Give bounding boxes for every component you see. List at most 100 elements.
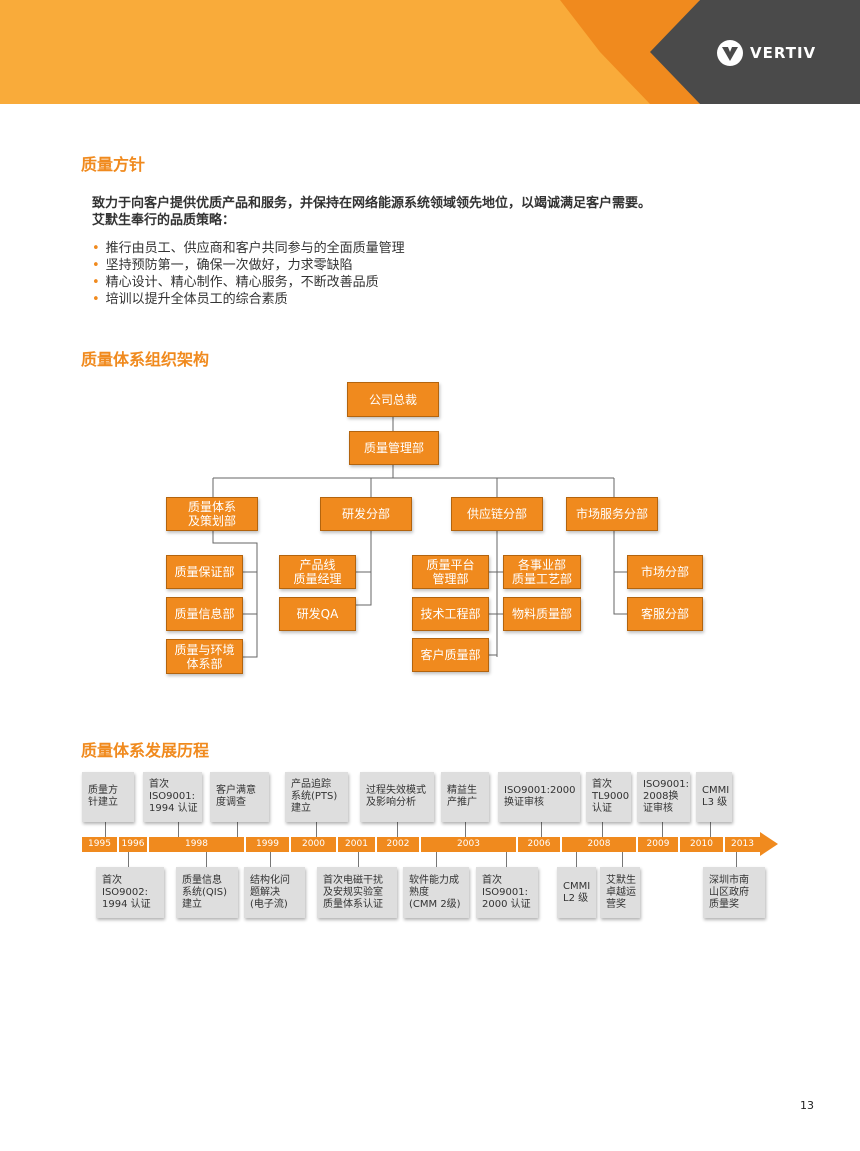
bullet-icon: • <box>92 275 100 290</box>
org-box-quality-assurance: 质量保证部 <box>166 555 243 589</box>
list-item-text: 坚持预防第一，确保一次做好，力求零缺陷 <box>105 258 353 273</box>
year-label: 1996 <box>121 839 145 849</box>
list-item: • 培训以提升全体员工的综合素质 <box>92 291 405 308</box>
timeline-event: 产品追踪 系统(PTS) 建立 <box>285 772 348 822</box>
year-label: 2013 <box>731 839 754 849</box>
timeline-event: 质量方 针建立 <box>82 772 134 822</box>
year-label: 2010 <box>690 839 713 849</box>
org-box-material-quality: 物料质量部 <box>503 597 581 631</box>
timeline-tick <box>465 822 466 837</box>
timeline-divider <box>244 837 246 852</box>
year-label: 2000 <box>302 839 325 849</box>
timeline-event: 质量信息 系统(QIS) 建立 <box>176 867 238 918</box>
org-box-tech-engineering: 技术工程部 <box>412 597 489 631</box>
timeline-event: 首次 ISO9002: 1994 认证 <box>96 867 164 918</box>
vertiv-logo-icon <box>717 40 743 66</box>
timeline-divider <box>678 837 680 852</box>
intro-line-2: 艾默生奉行的品质策略： <box>92 213 236 228</box>
logo-text: VERTIV <box>750 44 817 62</box>
timeline-event: 客户满意 度调查 <box>210 772 269 822</box>
intro-text: 致力于向客户提供优质产品和服务，并保持在网络能源系统领域领先地位，以竭诚满足客户… <box>92 195 651 229</box>
list-item: • 坚持预防第一，确保一次做好，力求零缺陷 <box>92 257 405 274</box>
timeline-tick <box>506 852 507 867</box>
timeline-tick <box>206 852 207 867</box>
timeline-tick <box>602 822 603 837</box>
timeline-event: CMMI L3 级 <box>696 772 732 822</box>
org-box-quality-management: 质量管理部 <box>349 431 439 465</box>
timeline-event: 过程失效模式 及影响分析 <box>360 772 434 822</box>
timeline-tick <box>736 852 737 867</box>
timeline-tick <box>105 822 106 837</box>
year-label: 2001 <box>345 839 368 849</box>
year-label: 1998 <box>185 839 208 849</box>
org-box-quality-platform: 质量平台 管理部 <box>412 555 489 589</box>
bullet-icon: • <box>92 258 100 273</box>
timeline-tick <box>358 852 359 867</box>
timeline-tick <box>397 822 398 837</box>
org-box-quality-environment: 质量与环境 体系部 <box>166 639 243 674</box>
timeline-divider <box>117 837 119 852</box>
org-box-market-branch: 市场分部 <box>627 555 703 589</box>
org-box-product-line-qm: 产品线 质量经理 <box>279 555 356 589</box>
intro-line-1: 致力于向客户提供优质产品和服务，并保持在网络能源系统领域领先地位，以竭诚满足客户… <box>92 196 652 211</box>
timeline-divider <box>636 837 638 852</box>
timeline-event: CMMI L2 级 <box>557 867 596 918</box>
timeline-tick <box>710 822 711 837</box>
header-banner: VERTIV <box>0 0 860 104</box>
list-item-text: 推行由员工、供应商和客户共同参与的全面质量管理 <box>105 241 405 256</box>
org-box-rnd-qa: 研发QA <box>279 597 356 631</box>
timeline-event: 首次电磁干扰 及安规实验室 质量体系认证 <box>317 867 397 918</box>
timeline-tick <box>128 852 129 867</box>
timeline-divider <box>419 837 421 852</box>
bullet-icon: • <box>92 292 100 307</box>
timeline-bar <box>82 837 762 852</box>
org-box-supply-chain: 供应链分部 <box>451 497 543 531</box>
timeline-event: 首次 ISO9001: 1994 认证 <box>143 772 202 822</box>
timeline-event: 软件能力成 熟度 (CMM 2级) <box>403 867 469 918</box>
org-box-system-planning: 质量体系 及策划部 <box>166 497 258 531</box>
timeline-tick <box>622 852 623 867</box>
year-label: 1999 <box>256 839 279 849</box>
timeline-tick <box>316 822 317 837</box>
timeline-event: 首次 ISO9001: 2000 认证 <box>476 867 538 918</box>
timeline-divider <box>336 837 338 852</box>
list-item: • 推行由员工、供应商和客户共同参与的全面质量管理 <box>92 240 405 257</box>
strategy-list: • 推行由员工、供应商和客户共同参与的全面质量管理 • 坚持预防第一，确保一次做好，… <box>92 240 405 308</box>
timeline-divider <box>560 837 562 852</box>
timeline-event: 艾默生 卓越运 营奖 <box>600 867 640 918</box>
org-box-president: 公司总裁 <box>347 382 439 417</box>
org-box-market-service: 市场服务分部 <box>566 497 658 531</box>
year-label: 2002 <box>386 839 410 849</box>
timeline-event: 深圳市南 山区政府 质量奖 <box>703 867 765 918</box>
timeline-divider <box>516 837 518 852</box>
vertiv-logo: VERTIV <box>716 38 816 68</box>
timeline-event: 精益生 产推广 <box>441 772 489 822</box>
year-label: 2008 <box>587 839 611 849</box>
org-box-rnd: 研发分部 <box>320 497 412 531</box>
header-graphic <box>0 0 860 104</box>
section-title-history: 质量体系发展历程 <box>81 741 210 760</box>
timeline-event: 结构化问 题解决 (电子流) <box>244 867 305 918</box>
bullet-icon: • <box>92 241 100 256</box>
section-title-org: 质量体系组织架构 <box>81 350 210 369</box>
timeline-divider <box>723 837 725 852</box>
timeline-tick <box>541 822 542 837</box>
year-label: 2009 <box>646 839 670 849</box>
list-item: • 精心设计、精心制作、精心服务，不断改善品质 <box>92 274 405 291</box>
timeline-event: ISO9001: 2008换 证审核 <box>637 772 690 822</box>
org-box-quality-info: 质量信息部 <box>166 597 243 631</box>
timeline-tick <box>237 822 238 837</box>
timeline-event: ISO9001:2000 换证审核 <box>498 772 580 822</box>
timeline-tick <box>178 822 179 837</box>
list-item-text: 精心设计、精心制作、精心服务，不断改善品质 <box>105 275 379 290</box>
year-label: 1995 <box>88 839 111 849</box>
org-box-biz-unit-process: 各事业部 质量工艺部 <box>503 555 581 589</box>
timeline-tick <box>576 852 577 867</box>
timeline-divider <box>147 837 149 852</box>
timeline-divider <box>289 837 291 852</box>
list-item-text: 培训以提升全体员工的综合素质 <box>105 292 288 307</box>
timeline-arrow-icon <box>760 832 778 856</box>
page-number: 13 <box>800 1099 814 1112</box>
timeline-event: 首次 TL9000 认证 <box>586 772 631 822</box>
org-box-service-branch: 客服分部 <box>627 597 703 631</box>
